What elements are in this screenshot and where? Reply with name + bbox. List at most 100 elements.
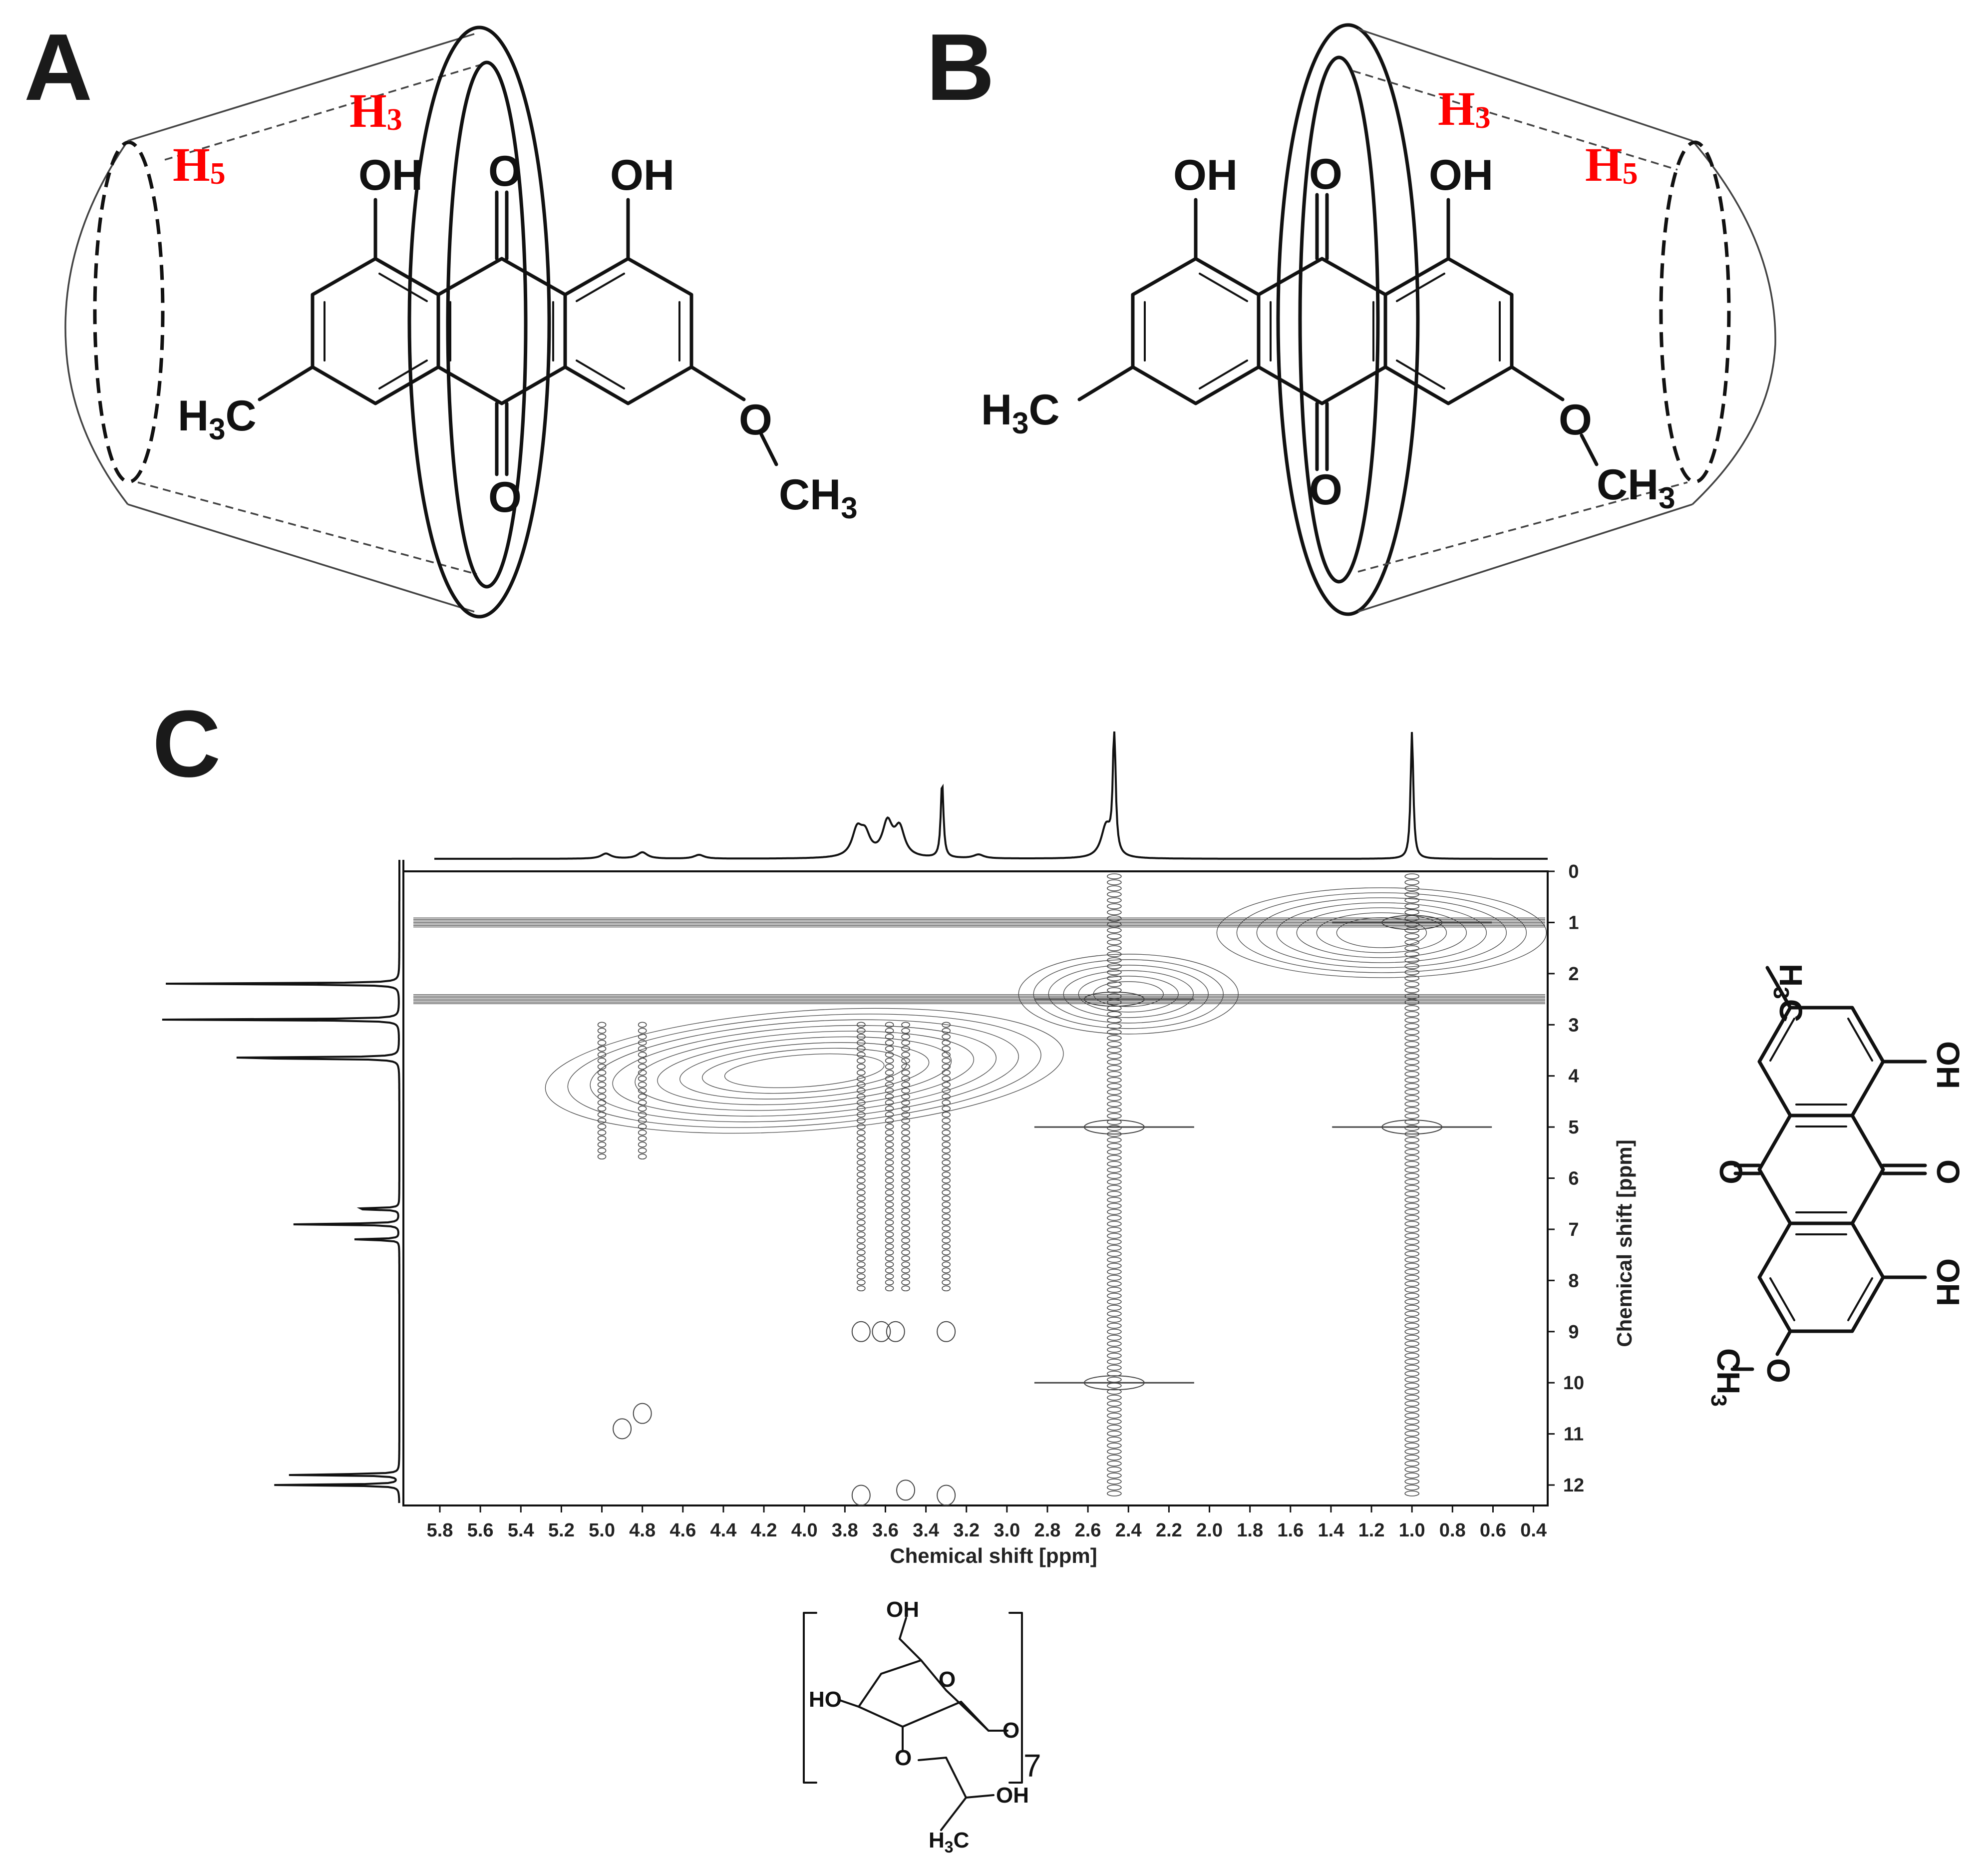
- contour-ellipse: [857, 1052, 866, 1058]
- contour-ellipse: [1404, 951, 1420, 957]
- repeat-count: 7: [1023, 1748, 1041, 1784]
- contour-ellipse: [901, 1076, 910, 1082]
- x-tick-label: 4.4: [710, 1520, 737, 1541]
- contour-ellipse: [638, 1100, 647, 1106]
- contour-ellipse: [885, 1112, 894, 1118]
- contour-ellipse: [942, 1177, 951, 1184]
- contour-ellipse: [1404, 1239, 1420, 1245]
- contour-ellipse: [885, 1040, 894, 1046]
- contour-ellipse: [857, 1207, 866, 1214]
- contour-ellipse: [942, 1249, 951, 1256]
- glucose-ring-o: O: [939, 1667, 956, 1692]
- x-tick-label: 0.6: [1480, 1520, 1506, 1541]
- bond: [1077, 365, 1135, 401]
- contour-peak: [896, 1480, 916, 1501]
- right-ring-b: [1383, 257, 1514, 405]
- contour-ellipse: [1107, 1257, 1122, 1263]
- bond: [965, 1794, 994, 1799]
- cone-top-dashed-b: [1352, 70, 1678, 171]
- contour-ellipse: [901, 1237, 910, 1244]
- contour-ellipse: [1107, 1113, 1122, 1119]
- contour-ellipse: [942, 1243, 951, 1250]
- methoxy-o-label-a: O: [739, 396, 772, 444]
- right-emodin-center-ring: [1757, 1114, 1885, 1225]
- contour-ellipse: [885, 1147, 894, 1154]
- x-tick-label: 2.4: [1115, 1520, 1142, 1541]
- bond: [899, 1638, 922, 1661]
- contour-ellipse: [1107, 1053, 1122, 1059]
- right-emodin-top-ring: [1757, 1006, 1885, 1118]
- contour-ellipse: [857, 1201, 866, 1208]
- bond: [1775, 1329, 1792, 1356]
- oh-label-b-right: OH: [1429, 151, 1493, 199]
- contour-ellipse: [1404, 939, 1420, 945]
- contour-ellipse: [1404, 1401, 1420, 1407]
- contour-ellipse: [1404, 1275, 1420, 1281]
- contour-ellipse: [942, 1046, 951, 1052]
- x-tick-label: 2.8: [1034, 1520, 1061, 1541]
- oh-label-a-left: OH: [358, 151, 423, 199]
- contour-ellipse: [857, 1028, 866, 1034]
- double-bond: [378, 273, 428, 302]
- contour-ellipse: [1404, 1341, 1420, 1347]
- contour-ellipse: [942, 1195, 951, 1202]
- contour-ellipse: [597, 1100, 607, 1106]
- cross-peak-ellipse: [1381, 915, 1443, 930]
- contour-ellipse: [1107, 1329, 1122, 1335]
- contour-ellipse: [597, 1112, 607, 1118]
- contour-ellipse: [857, 1159, 866, 1166]
- contour-ellipse: [1404, 1347, 1420, 1353]
- contour-ellipse: [885, 1135, 894, 1142]
- contour-ellipse: [597, 1106, 607, 1112]
- contour-ellipse: [901, 1034, 910, 1040]
- contour-ellipse: [597, 1088, 607, 1094]
- cone-outer-left-a: [64, 140, 129, 505]
- contour-ellipse: [1404, 1389, 1420, 1395]
- contour-peak: [851, 1321, 871, 1342]
- contour-ellipse: [901, 1070, 910, 1076]
- contour-ellipse: [901, 1046, 910, 1052]
- contour-ellipse: [1404, 933, 1420, 939]
- contour-ellipse: [1404, 1125, 1420, 1131]
- contour-ellipse: [1107, 1431, 1122, 1437]
- right-emodin-bottom-ring: [1757, 1221, 1885, 1333]
- contour-cloud: [590, 1019, 1019, 1122]
- contour-ellipse: [597, 1058, 607, 1064]
- contour-ellipse: [901, 1052, 910, 1058]
- contour-ellipse: [597, 1135, 607, 1142]
- contour-ellipse: [901, 1165, 910, 1172]
- contour-ellipse: [901, 1147, 910, 1154]
- contour-ellipse: [1404, 1473, 1420, 1479]
- contour-ellipse: [638, 1088, 647, 1094]
- contour-ellipse: [1404, 1413, 1420, 1419]
- contour-ellipse: [901, 1255, 910, 1262]
- contour-ellipse: [885, 1195, 894, 1202]
- contour-ellipse: [942, 1225, 951, 1232]
- contour-ellipse: [901, 1058, 910, 1064]
- contour-ellipse: [885, 1106, 894, 1112]
- contour-ellipse: [1107, 1095, 1122, 1101]
- contour-ellipse: [885, 1225, 894, 1232]
- hydroxypropyl-oh: OH: [996, 1783, 1029, 1808]
- contour-peak: [886, 1321, 905, 1342]
- contour-ellipse: [1107, 1479, 1122, 1485]
- contour-ellipse: [1404, 1485, 1420, 1491]
- narrow-rim-b: [1659, 140, 1731, 484]
- contour-ellipse: [1107, 975, 1122, 981]
- contour-ellipse: [885, 1213, 894, 1220]
- contour-ellipse: [1404, 891, 1420, 897]
- contour-ellipse: [1404, 1437, 1420, 1443]
- cone-bottom-solid-b: [1357, 503, 1693, 613]
- contour-ellipse: [1107, 897, 1122, 903]
- contour-ellipse: [942, 1171, 951, 1178]
- contour-ellipse: [1404, 1293, 1420, 1299]
- contour-ellipse: [885, 1285, 894, 1292]
- contour-peak: [937, 1321, 956, 1342]
- oh-label-b-left: OH: [1173, 151, 1238, 199]
- contour-ellipse: [1107, 1083, 1122, 1089]
- contour-ellipse: [901, 1225, 910, 1232]
- contour-ellipse: [1107, 1035, 1122, 1041]
- contour-cloud: [1296, 907, 1467, 958]
- contour-ellipse: [901, 1219, 910, 1226]
